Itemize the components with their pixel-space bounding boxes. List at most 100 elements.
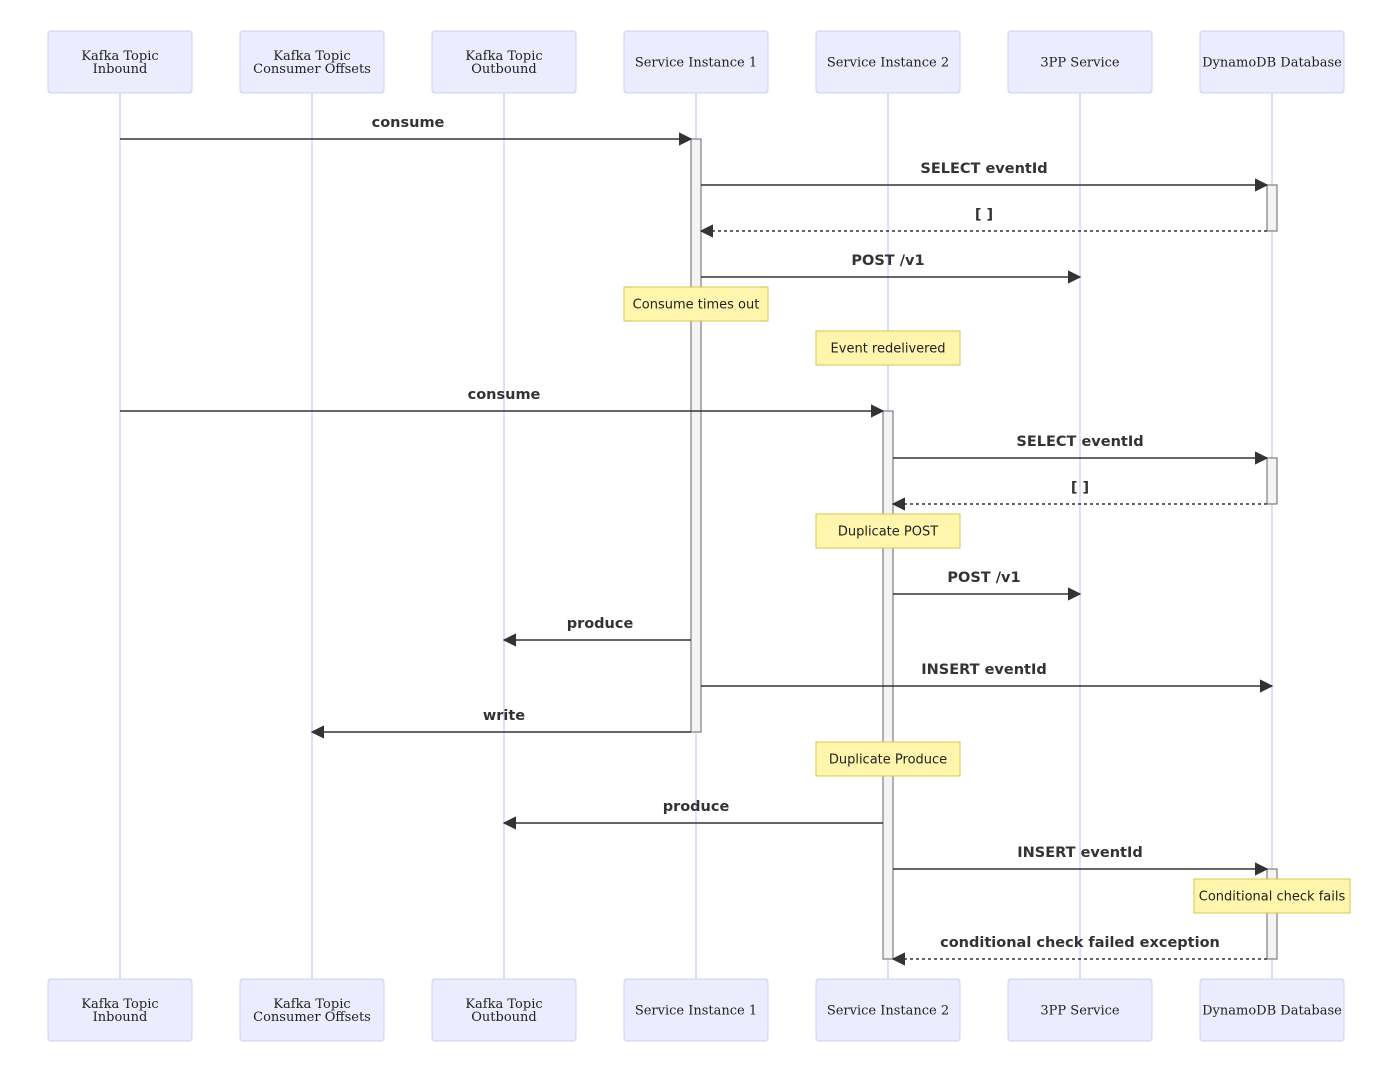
activation-svc1 [690, 138, 702, 733]
participant-box [431, 30, 577, 94]
participant-box [431, 978, 577, 1042]
participant-box [47, 978, 193, 1042]
participant-label: DynamoDB Database [1202, 1004, 1342, 1019]
note-box [1193, 878, 1351, 914]
message-label: produce [663, 799, 730, 815]
message-svc1-to-threepp: POST /v1 [701, 253, 1082, 284]
participant-box [1199, 30, 1345, 94]
message-label: consume [372, 115, 445, 131]
note-box [623, 286, 769, 322]
note-svc2: Duplicate Produce [815, 741, 961, 777]
message-svc2-to-dynamo: INSERT eventId [893, 845, 1269, 876]
participant-box [239, 978, 385, 1042]
note-label: Conditional check fails [1199, 890, 1346, 905]
note-box [815, 741, 961, 777]
participant-label: Kafka Topic [81, 997, 158, 1012]
note-box [815, 513, 961, 549]
participant-label: Kafka Topic [465, 49, 542, 64]
participant-label: Inbound [93, 1010, 148, 1025]
participant-label: Kafka Topic [465, 997, 542, 1012]
participant-threepp-bottom: 3PP Service [1007, 978, 1153, 1042]
message-label: SELECT eventId [920, 161, 1047, 177]
message-label: [ ] [1071, 480, 1089, 496]
message-label: consume [468, 387, 541, 403]
participant-box [623, 30, 769, 94]
participant-svc1-bottom: Service Instance 1 [623, 978, 769, 1042]
message-svc1-to-dynamo: SELECT eventId [701, 161, 1269, 192]
participant-label: Inbound [93, 62, 148, 77]
message-label: [ ] [975, 207, 993, 223]
note-label: Consume times out [633, 298, 760, 313]
participant-label: Service Instance 1 [635, 56, 757, 71]
participant-box [1007, 30, 1153, 94]
message-label: INSERT eventId [921, 662, 1046, 678]
participant-label: DynamoDB Database [1202, 56, 1342, 71]
message-label: produce [567, 616, 634, 632]
activation-dynamo [1266, 457, 1278, 505]
participant-label: Consumer Offsets [253, 62, 371, 77]
participant-label: Kafka Topic [81, 49, 158, 64]
participant-label: Consumer Offsets [253, 1010, 371, 1025]
participant-label: Outbound [471, 62, 536, 77]
participant-label: Outbound [471, 1010, 536, 1025]
message-dynamo-to-svc2: [ ] [891, 480, 1267, 511]
note-svc2: Event redelivered [815, 330, 961, 366]
activation-svc2 [882, 410, 894, 960]
note-label: Duplicate Produce [829, 753, 947, 768]
participant-label: Kafka Topic [273, 997, 350, 1012]
message-svc1-to-dynamo: INSERT eventId [701, 662, 1274, 693]
message-label: SELECT eventId [1016, 434, 1143, 450]
participant-dynamo-bottom: DynamoDB Database [1199, 978, 1345, 1042]
message-dynamo-to-svc2: conditional check failed exception [891, 935, 1267, 966]
message-label: POST /v1 [947, 570, 1020, 586]
note-label: Event redelivered [831, 342, 946, 357]
note-svc2: Duplicate POST [815, 513, 961, 549]
message-inbound-to-svc1: consume [120, 115, 693, 146]
message-svc2-to-outbound: produce [502, 799, 883, 830]
participant-svc1-top: Service Instance 1 [623, 30, 769, 94]
participant-dynamo-top: DynamoDB Database [1199, 30, 1345, 94]
participant-box [239, 30, 385, 94]
activation-bars [690, 138, 1278, 960]
note-box [815, 330, 961, 366]
note-dynamo: Conditional check fails [1193, 878, 1351, 914]
participant-label: Kafka Topic [273, 49, 350, 64]
message-label: conditional check failed exception [940, 935, 1220, 951]
participant-label: Service Instance 2 [827, 56, 949, 71]
participant-box [623, 978, 769, 1042]
message-label: POST /v1 [851, 253, 924, 269]
message-svc2-to-dynamo: SELECT eventId [893, 434, 1269, 465]
message-svc1-to-offsets: write [310, 708, 691, 739]
participant-box [1007, 978, 1153, 1042]
message-label: write [483, 708, 525, 724]
message-inbound-to-svc2: consume [120, 387, 885, 418]
participant-label: Service Instance 1 [635, 1004, 757, 1019]
activation-dynamo [1266, 184, 1278, 232]
note-label: Duplicate POST [838, 525, 938, 540]
participant-box [47, 30, 193, 94]
message-dynamo-to-svc1: [ ] [699, 207, 1267, 238]
participant-label: 3PP Service [1040, 56, 1119, 71]
participant-threepp-top: 3PP Service [1007, 30, 1153, 94]
participant-svc2-top: Service Instance 2 [815, 30, 961, 94]
participant-svc2-bottom: Service Instance 2 [815, 978, 961, 1042]
message-svc2-to-threepp: POST /v1 [893, 570, 1082, 601]
participant-box [1199, 978, 1345, 1042]
participant-box [815, 978, 961, 1042]
participant-box [815, 30, 961, 94]
participant-label: Service Instance 2 [827, 1004, 949, 1019]
note-svc1: Consume times out [623, 286, 769, 322]
participant-label: 3PP Service [1040, 1004, 1119, 1019]
activation-dynamo [1266, 868, 1278, 960]
